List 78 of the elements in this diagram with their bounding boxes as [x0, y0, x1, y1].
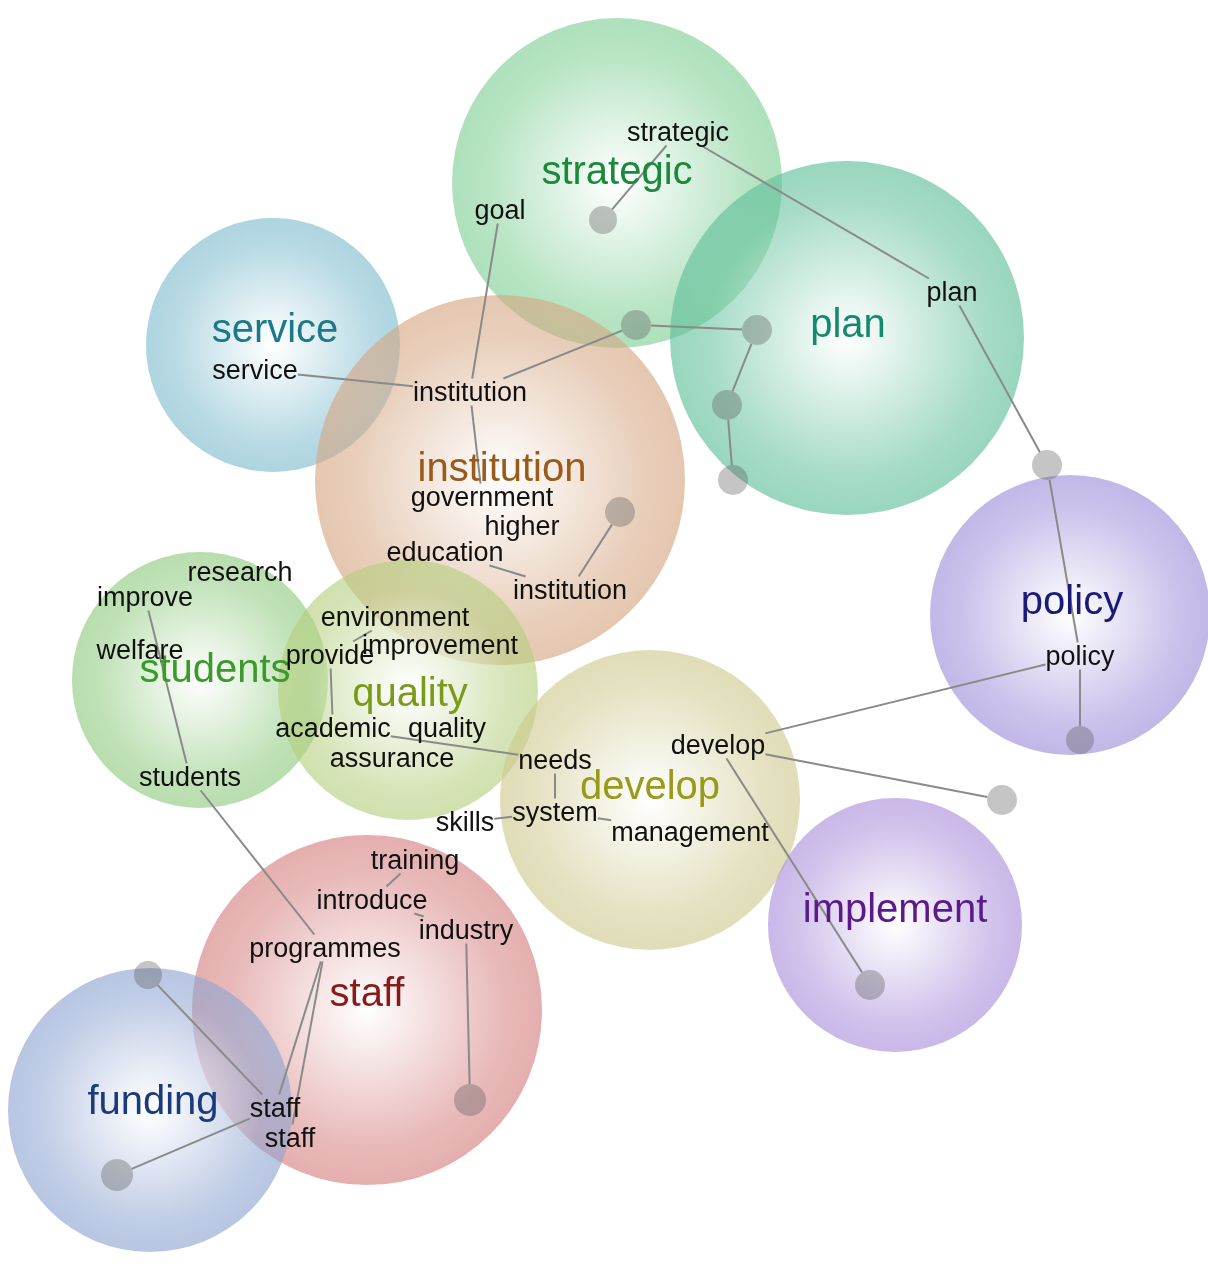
connector-line	[725, 757, 863, 974]
concept-label: strategic	[627, 118, 729, 146]
concept-label: programmes	[249, 934, 401, 962]
connector-line	[278, 960, 322, 1096]
connector-line	[611, 144, 668, 211]
concept-label: institution	[412, 378, 528, 406]
concept-dot	[718, 465, 748, 495]
concept-label: improve	[97, 583, 193, 611]
concept-label: service	[212, 356, 298, 384]
connector-line	[413, 912, 425, 918]
concept-label: environment	[320, 603, 470, 631]
concept-label: goal	[474, 196, 526, 224]
concept-label: research	[187, 558, 293, 586]
concept-label: institution	[512, 576, 628, 604]
concept-dot	[855, 970, 885, 1000]
concept-dot	[101, 1159, 133, 1191]
theme-label: implement	[802, 888, 988, 928]
connector-line	[329, 667, 334, 716]
connector-line	[385, 872, 402, 888]
connector-line	[471, 222, 499, 380]
concept-dot	[134, 961, 162, 989]
concept-label: policy	[1045, 642, 1115, 670]
concept-label: staff	[249, 1094, 301, 1122]
theme-label: staff	[329, 972, 405, 1012]
connector-line	[296, 373, 414, 388]
connector-line	[470, 404, 482, 485]
connector-line	[1048, 478, 1079, 644]
theme-label: plan	[810, 303, 886, 343]
connector-line	[352, 629, 373, 643]
concept-label: assurance	[329, 744, 455, 772]
theme-label: strategic	[541, 150, 693, 190]
connector-line	[147, 609, 188, 765]
concept-label: quality	[408, 714, 486, 742]
concept-label: staff	[264, 1124, 316, 1152]
connector-line	[502, 329, 624, 380]
concept-label: students	[138, 763, 242, 791]
concept-label: skills	[435, 808, 495, 836]
connector-line	[493, 815, 514, 820]
theme-label: service	[211, 308, 339, 348]
connector-line	[700, 144, 930, 280]
concept-label: higher	[484, 512, 560, 540]
connector-line	[199, 789, 316, 936]
concept-dot	[987, 785, 1017, 815]
concept-label: introduce	[316, 886, 428, 914]
connector-line	[764, 663, 1047, 735]
connector-line	[554, 772, 556, 800]
concept-dot	[589, 206, 617, 234]
concept-label: academic	[275, 714, 391, 742]
connector-line	[731, 342, 753, 393]
concept-dot	[712, 390, 742, 420]
concept-label: management	[611, 818, 769, 846]
concept-dot	[742, 315, 772, 345]
connector-line	[764, 753, 989, 799]
connector-line	[465, 942, 471, 1085]
connector-line	[650, 324, 743, 331]
theme-label: policy	[1020, 580, 1124, 620]
concept-dot	[1066, 726, 1094, 754]
connector-line	[488, 564, 527, 578]
concept-label: education	[386, 538, 504, 566]
connector-line	[156, 984, 264, 1096]
concept-label: develop	[670, 731, 766, 759]
connector-line	[596, 817, 613, 822]
concept-dot	[605, 497, 635, 527]
connector-line	[389, 735, 520, 756]
theme-label: funding	[87, 1080, 219, 1120]
concept-dot	[454, 1084, 486, 1116]
connector-line	[727, 419, 733, 466]
connector-line	[130, 1117, 251, 1170]
connector-line	[958, 304, 1041, 453]
concept-dot	[1032, 450, 1062, 480]
theme-label: quality	[352, 672, 468, 712]
concept-label: training	[370, 846, 460, 874]
connector-line	[577, 523, 613, 578]
connector-line	[1079, 668, 1081, 727]
concept-dot	[621, 310, 651, 340]
connector-line	[291, 960, 324, 1126]
concept-label: plan	[926, 278, 978, 306]
concept-label: industry	[418, 916, 514, 944]
